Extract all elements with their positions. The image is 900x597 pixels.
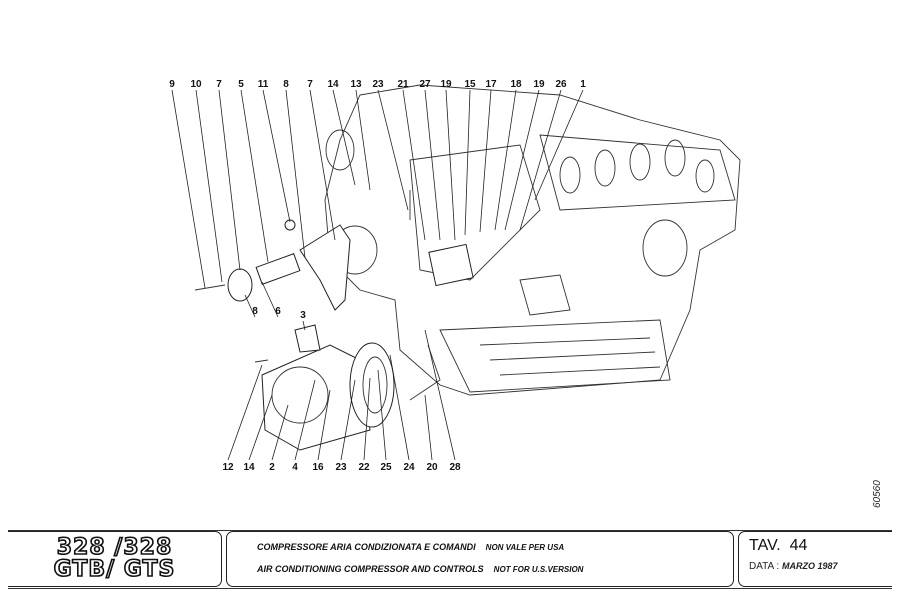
leader-line bbox=[402, 89, 426, 241]
title-block-top-rule bbox=[8, 530, 892, 531]
callout-top-11: 11 bbox=[258, 79, 269, 90]
title-italian: COMPRESSORE ARIA CONDIZIONATA E COMANDI bbox=[257, 542, 476, 552]
leader-line bbox=[302, 320, 306, 331]
callout-top-23: 23 bbox=[372, 79, 384, 90]
callout-middle-8: 8 bbox=[252, 306, 258, 317]
sheet-number: 60560 bbox=[872, 480, 883, 508]
callout-top-19: 19 bbox=[533, 79, 545, 90]
callout-middle-6: 6 bbox=[275, 306, 281, 317]
leader-line bbox=[340, 379, 356, 461]
tav-number: 44 bbox=[789, 537, 808, 554]
callout-top-9: 9 bbox=[169, 79, 175, 90]
leader-line bbox=[244, 294, 256, 318]
leader-line bbox=[309, 89, 336, 241]
bracket-assembly-drawing bbox=[194, 190, 441, 401]
callout-top-15: 15 bbox=[464, 79, 476, 90]
callout-top-10: 10 bbox=[190, 79, 202, 90]
note-italian: NON VALE PER USA bbox=[485, 543, 565, 552]
leader-line bbox=[240, 89, 269, 263]
callout-top-26: 26 bbox=[555, 79, 567, 90]
leader-line bbox=[285, 89, 306, 259]
callout-top-7: 7 bbox=[216, 79, 222, 90]
leader-line bbox=[248, 394, 273, 461]
leader-line bbox=[227, 364, 263, 461]
callout-bottom-2: 2 bbox=[269, 462, 275, 473]
callout-bottom-4: 4 bbox=[292, 462, 298, 473]
date-label: DATA : bbox=[749, 561, 780, 572]
note-english: NOT FOR U.S.VERSION bbox=[493, 565, 584, 574]
callout-middle-3: 3 bbox=[300, 310, 306, 321]
callout-top-18: 18 bbox=[510, 79, 522, 90]
callout-bottom-25: 25 bbox=[380, 462, 392, 473]
model-line-1: 328 /328 bbox=[56, 535, 173, 560]
table-info-box: TAV. 44 DATA : MARZO 1987 bbox=[738, 531, 892, 587]
compressor-drawing bbox=[254, 324, 395, 451]
callout-bottom-22: 22 bbox=[358, 462, 370, 473]
model-logo: 328 /328 GTB/ GTS bbox=[8, 531, 222, 587]
title-english: AIR CONDITIONING COMPRESSOR AND CONTROLS bbox=[257, 564, 484, 574]
leader-line bbox=[261, 281, 279, 318]
description-box: COMPRESSORE ARIA CONDIZIONATA E COMANDI N… bbox=[226, 531, 734, 587]
callout-bottom-14: 14 bbox=[243, 462, 255, 473]
leader-line bbox=[332, 89, 356, 186]
callout-bottom-20: 20 bbox=[426, 462, 438, 473]
leader-line bbox=[494, 89, 517, 231]
leader-line bbox=[195, 89, 223, 283]
leader-line bbox=[534, 89, 584, 201]
callout-bottom-16: 16 bbox=[312, 462, 324, 473]
callout-top-1: 1 bbox=[580, 79, 586, 90]
leader-line bbox=[424, 329, 456, 461]
callout-top-19: 19 bbox=[440, 79, 452, 90]
model-line-2: GTB/ GTS bbox=[53, 557, 176, 582]
leader-line bbox=[271, 404, 289, 461]
leader-line bbox=[363, 377, 371, 461]
callout-bottom-23: 23 bbox=[335, 462, 347, 473]
tav-label: TAV. bbox=[749, 537, 781, 554]
leader-line bbox=[519, 89, 562, 231]
leader-line bbox=[377, 369, 387, 461]
callout-top-27: 27 bbox=[419, 79, 431, 90]
callout-top-7: 7 bbox=[307, 79, 313, 90]
leader-line bbox=[355, 89, 371, 191]
leader-line bbox=[294, 379, 316, 461]
callout-bottom-12: 12 bbox=[222, 462, 234, 473]
callout-top-14: 14 bbox=[327, 79, 339, 90]
leader-line bbox=[464, 89, 471, 236]
callout-top-17: 17 bbox=[485, 79, 497, 90]
leader-line bbox=[377, 89, 409, 211]
leader-line bbox=[218, 89, 241, 271]
leader-line bbox=[445, 89, 456, 241]
leader-line bbox=[504, 89, 540, 231]
leader-line bbox=[424, 89, 441, 241]
leader-line bbox=[262, 89, 291, 223]
leader-line bbox=[424, 394, 433, 461]
callout-top-13: 13 bbox=[350, 79, 362, 90]
callout-bottom-24: 24 bbox=[403, 462, 415, 473]
callout-top-5: 5 bbox=[238, 79, 244, 90]
date-value: MARZO 1987 bbox=[781, 561, 838, 571]
callout-top-21: 21 bbox=[397, 79, 409, 90]
title-block-bottom-rule bbox=[8, 588, 892, 589]
leader-line bbox=[317, 389, 331, 461]
leader-line bbox=[171, 89, 206, 289]
engine-block-drawing bbox=[324, 84, 741, 396]
leader-line bbox=[389, 354, 410, 461]
leader-line bbox=[479, 89, 492, 233]
callout-top-8: 8 bbox=[283, 79, 289, 90]
callout-bottom-28: 28 bbox=[449, 462, 461, 473]
